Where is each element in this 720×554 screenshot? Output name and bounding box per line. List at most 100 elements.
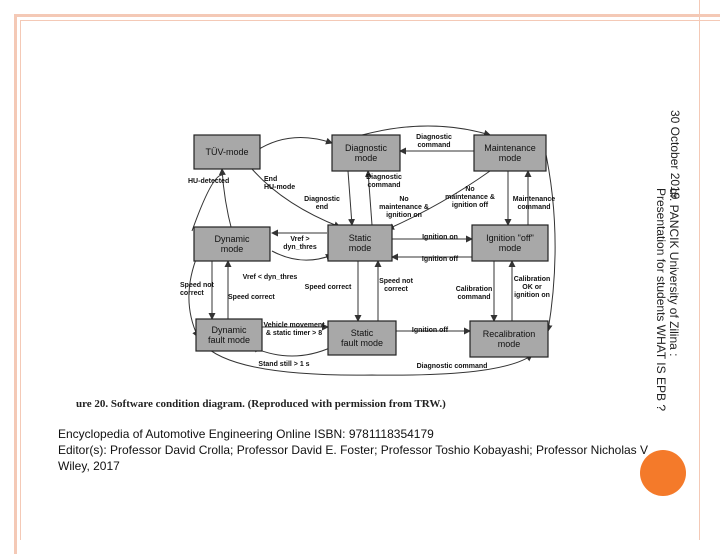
decorative-frame-inner [20,20,720,540]
edge-label-diagnostic-end: end [316,204,328,211]
edge-end-hu-mode [251,168,341,229]
edge-diagnostic-to-maintenance [361,125,491,137]
node-label: mode [355,153,378,163]
edge-label-no-maintenance-ignition-on: No [399,196,408,203]
edge-tuv-to-diagnostic [255,137,333,152]
edge-label-speed-not-correct-mid: Speed not [379,278,414,285]
edge-label-diagnostic-command-bottom: Diagnostic command [417,363,488,370]
reference-line-3: Wiley, 2017 [58,459,120,473]
edge-label-speed-correct-left: Speed correct [228,294,275,301]
edge-label-vref-gt: Vref > [290,236,309,243]
node-label: Static [349,233,372,243]
node-label: mode [221,244,244,254]
edge-label-ignition-off-edge: Ignition off [422,256,459,263]
reference-block: Encyclopedia of Automotive Engineering O… [58,426,720,474]
edge-diagnostic-end [347,170,356,226]
edge-hu-detected [218,168,233,232]
edge-label-end-hu-mode: End [264,176,277,183]
edge-label-calibration-command: Calibration [456,286,493,293]
edge-label-end-hu-mode: HU-mode [264,184,295,191]
slide-date: 30 October 2019 [668,110,682,200]
edge-label-no-maintenance-ignition-off: No [465,186,474,193]
node-box [327,320,397,356]
slide-credit: dr. PANCIK University of Zilina : Presen… [654,188,681,411]
credit-line-1: dr. PANCIK University of Zilina : [667,188,681,357]
edge-label-vehicle-movement: Vehicle movement [263,322,325,329]
edge-label-calibration-command: command [457,294,490,301]
decorative-frame-outer [14,14,720,554]
edge-outer-top-loop [191,174,223,232]
node-label: mode [499,243,522,253]
node-box [193,226,271,262]
edge-label-speed-not-correct-left: Speed not [180,282,215,289]
node-box [193,134,261,170]
node-label: Dynamic [211,325,247,335]
edge-label-no-maintenance-ignition-off: ignition off [452,202,489,209]
node-label: Dynamic [214,234,250,244]
credit-line-2: Presentation for students WHAT IS EPB ? [654,188,668,411]
node-label: Ignition "off" [486,233,534,243]
reference-line-2: Editor(s): Professor David Crolla; Profe… [58,443,649,457]
node-label: fault mode [208,335,250,345]
node-label: mode [499,153,522,163]
edge-label-maintenance-command: command [517,204,550,211]
edge-label-diagnostic-command-top: command [417,142,450,149]
node-box [195,318,263,352]
edge-static-fault-to-dynamic-fault [251,346,333,357]
reference-line-1: Encyclopedia of Automotive Engineering O… [58,427,434,441]
edge-label-stand-still: Stand still > 1 s [258,361,309,368]
node-box [469,320,549,358]
edge-label-diagnostic-command-mid: command [367,182,400,189]
edge-label-no-maintenance-ignition-off: maintenance & [445,194,495,201]
edge-label-no-maintenance-ignition-on: ignition on [386,212,422,219]
edge-label-no-maintenance-ignition-on: maintenance & [379,204,429,211]
edge-label-diagnostic-command-top: Diagnostic [416,134,452,141]
edge-label-hu-detected: HU-detected [188,178,229,185]
node-label: fault mode [341,338,383,348]
edge-label-speed-not-correct-left: correct [180,290,204,297]
node-box [473,134,547,172]
node-tuv: TÜV-mode [193,134,261,170]
edge-label-diagnostic-end: Diagnostic [304,196,340,203]
diagram-edges [188,125,556,376]
edge-outer-right-loop [543,144,556,332]
edge-label-calibration-ok: OK or [522,284,542,291]
edge-static-to-diagnostic [364,170,373,226]
node-box [471,224,549,262]
edge-label-calibration-ok: ignition on [514,292,550,299]
decorative-orange-circle [640,450,686,496]
edge-label-maintenance-command: Maintenance [513,196,556,203]
edge-label-ignition-off-bottom: Ignition off [412,327,449,334]
edge-label-speed-not-correct-mid: correct [384,286,408,293]
node-label: TÜV-mode [205,147,248,157]
edge-label-speed-correct-mid: Speed correct [305,284,352,291]
edge-label-calibration-ok: Calibration [514,276,551,283]
edge-diagnostic-command-bottom [201,342,533,376]
figure-caption: ure 20. Software condition diagram. (Rep… [76,398,446,410]
edge-label-ignition-on: Ignition on [422,234,458,241]
node-label: Diagnostic [345,143,388,153]
edge-label-vref-lt: Vref < dyn_thres [243,274,298,281]
edge-label-vref-gt: dyn_thres [283,244,317,251]
node-label: Static [351,328,374,338]
node-label: Recalibration [483,329,536,339]
decorative-right-line [699,0,700,540]
node-box [331,134,401,172]
edge-dynamic-to-static [271,250,333,261]
edge-label-vehicle-movement: & static timer > 8 [266,330,322,337]
node-label: mode [498,339,521,349]
edge-label-diagnostic-command-mid: Diagnostic [366,174,402,181]
node-label: Maintenance [484,143,536,153]
node-ignition-off: Ignition "off"mode [471,224,549,262]
edge-maintenance-to-static [387,170,491,230]
node-box [327,224,393,262]
